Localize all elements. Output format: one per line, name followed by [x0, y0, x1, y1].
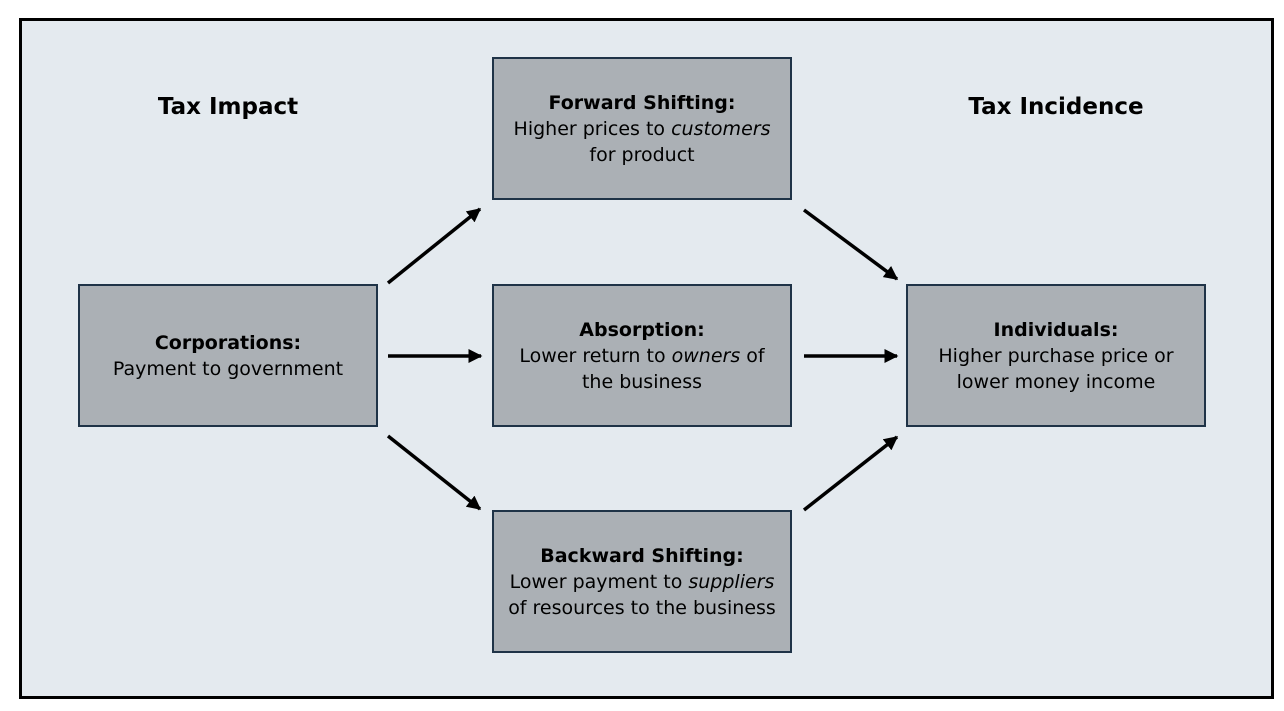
- absorption-line1: Lower return to owners of: [519, 343, 764, 369]
- arrow-corporations-to-forward: [386, 207, 482, 285]
- individuals-box: Individuals: Higher purchase price or lo…: [906, 284, 1206, 427]
- tax-impact-heading: Tax Impact: [157, 94, 299, 120]
- absorption-title: Absorption:: [579, 318, 705, 341]
- individuals-line1: Higher purchase price or: [938, 344, 1174, 367]
- individuals-line2: lower money income: [956, 370, 1156, 393]
- forward-shifting-line2: for product: [589, 143, 695, 166]
- forward-shifting-emphasis: customers: [671, 117, 771, 140]
- absorption-line1-text: Lower return to: [519, 344, 672, 367]
- backward-shifting-box: Backward Shifting: Lower payment to supp…: [492, 510, 792, 653]
- forward-shifting-line1-text: Higher prices to: [513, 117, 672, 140]
- corporations-text: Payment to government: [112, 357, 344, 380]
- arrow-forward-to-individuals: [802, 208, 899, 281]
- individuals-title: Individuals:: [993, 318, 1119, 341]
- absorption-line1-post: of: [740, 344, 765, 367]
- forward-shifting-line1: Higher prices to customers: [514, 116, 771, 142]
- tax-incidence-heading: Tax Incidence: [968, 94, 1144, 120]
- arrow-corporations-to-backward: [386, 434, 482, 511]
- backward-shifting-line1: Lower payment to suppliers: [510, 569, 775, 595]
- absorption-box: Absorption: Lower return to owners of th…: [492, 284, 792, 427]
- forward-shifting-box: Forward Shifting: Higher prices to custo…: [492, 57, 792, 200]
- corporations-title: Corporations:: [154, 331, 302, 354]
- backward-shifting-emphasis: suppliers: [688, 570, 775, 593]
- corporations-box: Corporations: Payment to government: [78, 284, 378, 427]
- forward-shifting-title: Forward Shifting:: [548, 91, 736, 114]
- backward-shifting-line1-text: Lower payment to: [509, 570, 689, 593]
- backward-shifting-title: Backward Shifting:: [540, 544, 744, 567]
- absorption-line2: the business: [581, 370, 703, 393]
- arrow-backward-to-individuals: [802, 435, 899, 512]
- backward-shifting-line2: of resources to the business: [508, 596, 776, 619]
- absorption-emphasis: owners: [671, 344, 741, 367]
